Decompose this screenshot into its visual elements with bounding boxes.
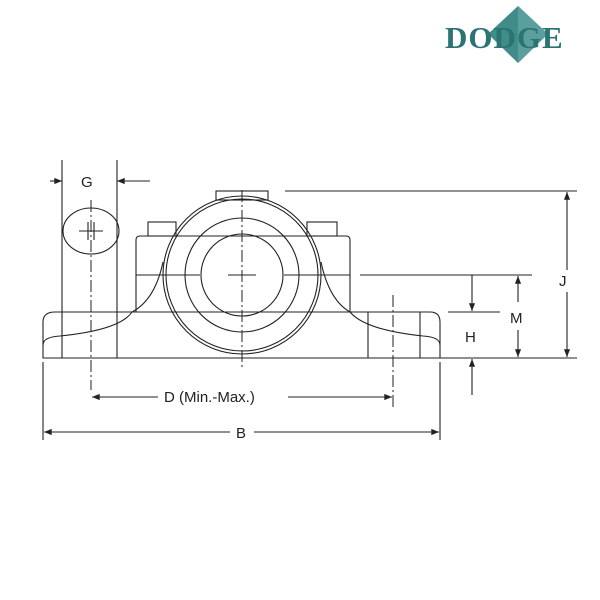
dimension-b: B: [42, 362, 441, 442]
label-g: G: [81, 174, 93, 191]
label-m: M: [510, 310, 523, 327]
cap-bolt-right: [306, 221, 338, 237]
dodge-logo: DODGE: [445, 6, 564, 63]
dimension-j: J: [285, 190, 577, 359]
label-h: H: [465, 329, 476, 346]
cap-bolt-left: [147, 221, 177, 237]
dimension-g: G: [50, 160, 150, 358]
bolt-slot: [62, 200, 394, 410]
logo-text: DODGE: [445, 20, 564, 55]
bearing: [162, 190, 322, 370]
housing: [131, 190, 351, 313]
label-b: B: [236, 425, 246, 442]
label-j: J: [559, 273, 567, 290]
dimension-h: H: [448, 275, 500, 395]
dimension-d: D (Min.-Max.): [92, 389, 392, 406]
label-d: D (Min.-Max.): [164, 389, 255, 406]
dimension-m: M: [360, 274, 532, 357]
